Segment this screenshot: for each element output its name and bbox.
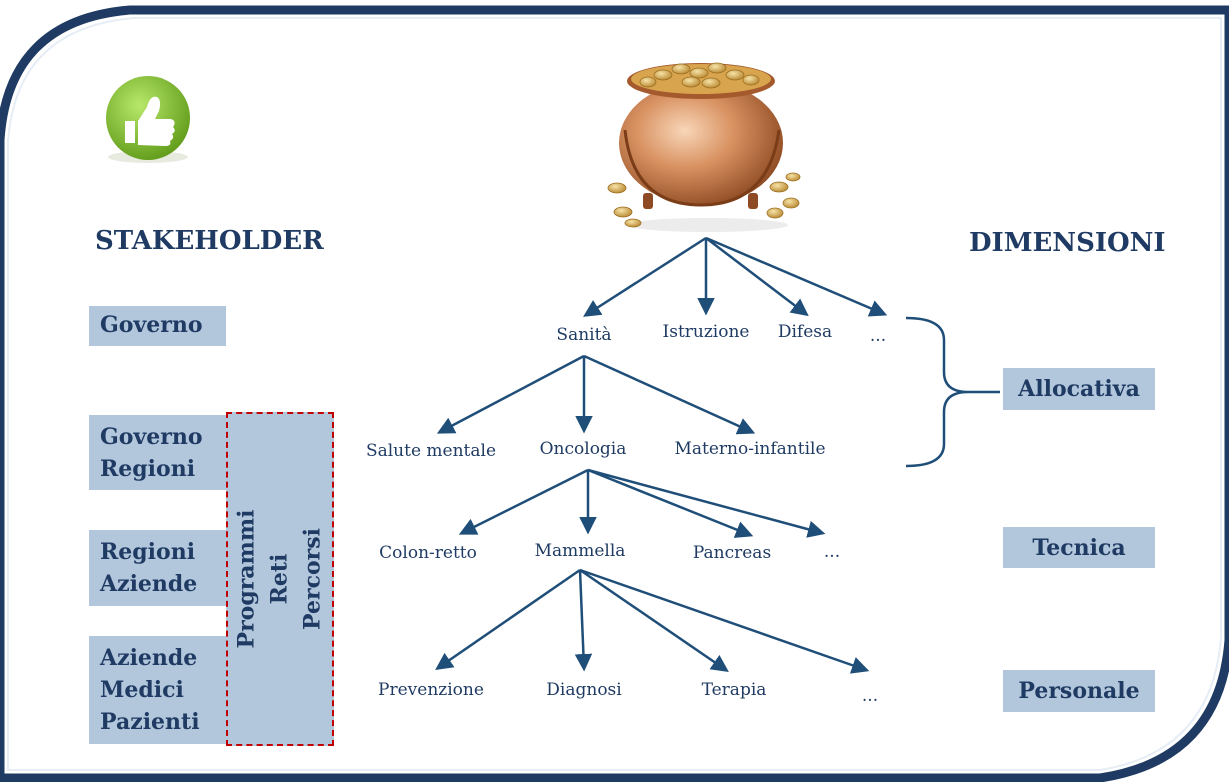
stakeholder-aziende-medici-pazienti: Aziende Medici Pazienti — [89, 636, 226, 744]
node-mammella: Mammella — [534, 541, 626, 561]
node-oncologia: Oncologia — [539, 439, 627, 459]
stakeholder-label: Aziende — [100, 645, 198, 671]
stakeholder-label: Regioni — [100, 456, 196, 482]
node-pancreas: Pancreas — [692, 543, 772, 563]
stakeholder-governo: Governo — [89, 306, 226, 346]
stakeholder-governo-regioni: Governo Regioni — [89, 415, 226, 490]
node-difesa: Difesa — [777, 322, 833, 342]
programmi-reti-percorsi-box: Programmi Reti Percorsi — [226, 412, 334, 746]
dimension-personale: Personale — [1003, 670, 1155, 712]
node-more-l4: ... — [861, 686, 879, 706]
dimension-allocativa: Allocativa — [1003, 368, 1155, 410]
stakeholder-label: Governo — [100, 424, 203, 450]
node-salute-mentale: Salute mentale — [365, 441, 497, 461]
pot-of-gold-icon — [607, 62, 801, 232]
node-colon-retto: Colon-retto — [379, 543, 477, 563]
stakeholder-label: Medici — [100, 677, 184, 703]
node-diagnosi: Diagnosi — [546, 680, 622, 700]
node-materno-infantile: Materno-infantile — [674, 439, 826, 459]
stakeholder-heading: STAKEHOLDER — [95, 226, 324, 256]
allocativa-brace — [905, 316, 969, 468]
dimension-tecnica: Tecnica — [1003, 527, 1155, 568]
node-prevenzione: Prevenzione — [378, 680, 484, 700]
dimensioni-heading: DIMENSIONI — [969, 228, 1166, 258]
stakeholder-label: Governo — [100, 312, 203, 338]
stakeholder-regioni-aziende: Regioni Aziende — [89, 530, 226, 606]
node-sanita: Sanità — [556, 325, 612, 345]
node-more-l1: ... — [869, 326, 887, 346]
stakeholder-label: Regioni — [100, 539, 196, 565]
node-terapia: Terapia — [701, 680, 767, 700]
node-more-l3: ... — [823, 542, 841, 562]
node-istruzione: Istruzione — [662, 322, 750, 342]
stakeholder-label: Pazienti — [100, 709, 200, 735]
thumbs-up-icon — [106, 76, 190, 163]
stakeholder-label: Aziende — [100, 571, 198, 597]
